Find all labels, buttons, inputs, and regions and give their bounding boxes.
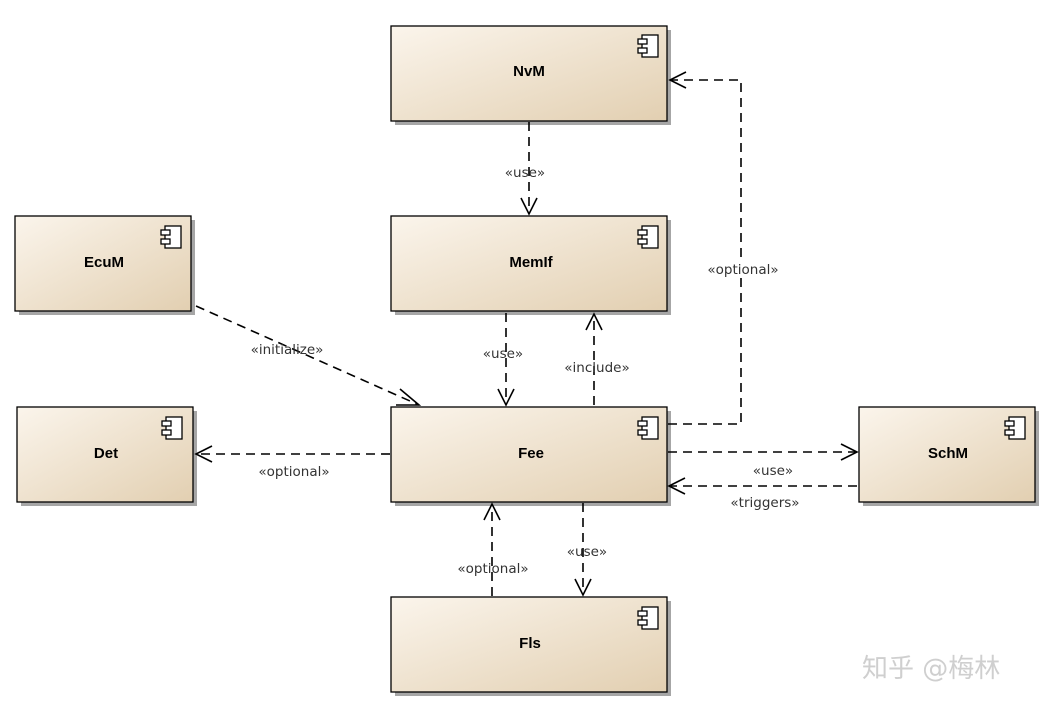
edge-fee-det-optional[interactable] [194,445,390,463]
edge-fls-fee-optional[interactable] [483,502,501,596]
watermark: 知乎 @梅林 [862,654,1000,684]
edge-label: «use» [567,544,607,560]
component-det[interactable]: Det [16,406,197,506]
component-label: NvM [513,63,545,80]
edge-ecum-fee-initialize[interactable] [195,305,422,406]
edge-label: «triggers» [730,495,799,511]
component-schm[interactable]: SchM [858,406,1039,506]
edge-fee-memif-use[interactable] [497,313,515,407]
edge-label: «use» [483,346,523,362]
component-memif[interactable]: MemIf [390,215,671,315]
edge-fee-memif-include[interactable] [585,312,603,405]
edge-label: «use» [753,463,793,479]
component-fls[interactable]: Fls [390,596,671,696]
component-ecum[interactable]: EcuM [14,215,195,315]
edge-label: «use» [505,165,545,181]
component-label: EcuM [84,254,124,271]
component-nvm[interactable]: NvM [390,25,671,125]
edge-label: «initialize» [251,342,324,358]
edge-fee-fls-use[interactable] [574,503,592,597]
component-label: SchM [928,445,968,462]
edge-label: «optional» [707,262,778,278]
component-fee[interactable]: Fee [390,406,671,506]
component-label: MemIf [509,254,553,271]
component-label: Det [94,445,118,462]
edge-nvm-memif-use[interactable] [520,122,538,216]
edge-schm-fee-triggers[interactable] [667,477,857,495]
edge-fee-nvm-optional[interactable] [668,71,742,425]
edge-fee-schm-use[interactable] [668,443,859,461]
edge-label: «include» [564,360,629,376]
edge-label: «optional» [457,561,528,577]
edge-label: «optional» [258,464,329,480]
component-label: Fls [519,635,541,652]
component-label: Fee [518,445,544,462]
edge-label-background [700,258,786,278]
